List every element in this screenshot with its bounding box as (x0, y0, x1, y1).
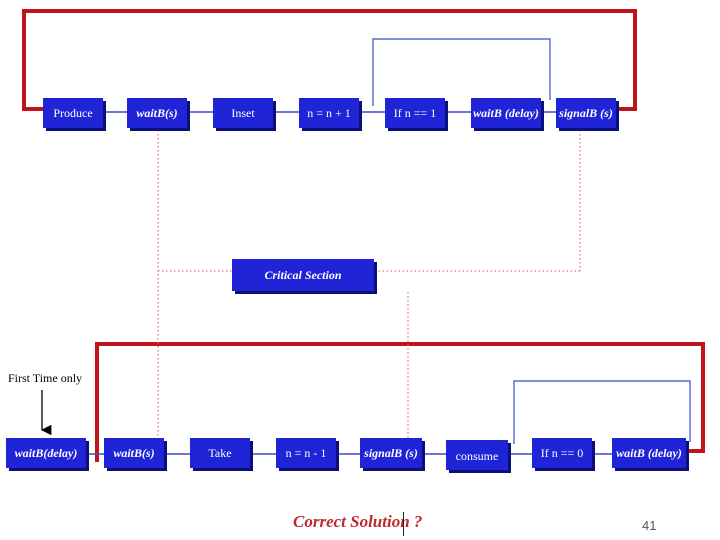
node-label: Produce (53, 106, 92, 120)
node-label: signalB (s) (363, 446, 418, 460)
waitb-delay-node[interactable]: waitB (delay) (471, 98, 544, 131)
first-time-only-label: First Time only (8, 371, 83, 385)
consumer-waitb-delay-node[interactable]: waitB (delay) (612, 438, 689, 471)
page-number: 41 (642, 518, 657, 533)
decrement-node[interactable]: n = n - 1 (276, 438, 339, 471)
node-label: waitB(delay) (15, 446, 78, 460)
inset-node[interactable]: Inset (213, 98, 276, 131)
waitb-delay-first-node[interactable]: waitB(delay) (6, 438, 89, 471)
signalb-s-node[interactable]: signalB (s) (556, 98, 619, 131)
consumer-signalb-s-node[interactable]: signalB (s) (360, 438, 425, 471)
node-label: Inset (231, 106, 255, 120)
critical-section-node[interactable]: Critical Section (232, 259, 377, 294)
producer-loop-arrow (22, 9, 637, 111)
consumer-branch-line (513, 380, 691, 444)
producer-branch-line (372, 38, 551, 106)
increment-node[interactable]: n = n + 1 (299, 98, 362, 131)
producer-sequence: Produce waitB(s) Inset n = n + 1 If n ==… (43, 98, 619, 131)
if-n-equals-1-node[interactable]: If n == 1 (385, 98, 448, 131)
consumer-loop-arrow (95, 342, 705, 462)
node-label: waitB(s) (113, 446, 154, 460)
node-label: n = n + 1 (307, 106, 351, 120)
node-label: Take (208, 446, 231, 460)
node-label: signalB (s) (558, 106, 613, 120)
node-label: waitB (delay) (473, 106, 539, 120)
waitb-s-node[interactable]: waitB(s) (127, 98, 190, 131)
node-label: consume (456, 449, 499, 463)
if-n-equals-0-node[interactable]: If n == 0 (532, 438, 595, 471)
consumer-sequence: waitB(delay) waitB(s) Take n = n - 1 sig… (6, 438, 689, 473)
slide-caption: Correct Solution ? (293, 512, 423, 531)
node-label: If n == 0 (541, 446, 584, 460)
consume-node[interactable]: consume (446, 440, 511, 473)
text-cursor (403, 512, 404, 536)
produce-node[interactable]: Produce (43, 98, 106, 131)
take-node[interactable]: Take (190, 438, 253, 471)
node-label: waitB (delay) (616, 446, 682, 460)
node-label: waitB(s) (136, 106, 177, 120)
consumer-waitb-s-node[interactable]: waitB(s) (104, 438, 167, 471)
node-label: Critical Section (264, 268, 341, 282)
critical-section-links (157, 130, 581, 440)
node-label: If n == 1 (394, 106, 437, 120)
node-label: n = n - 1 (286, 446, 327, 460)
